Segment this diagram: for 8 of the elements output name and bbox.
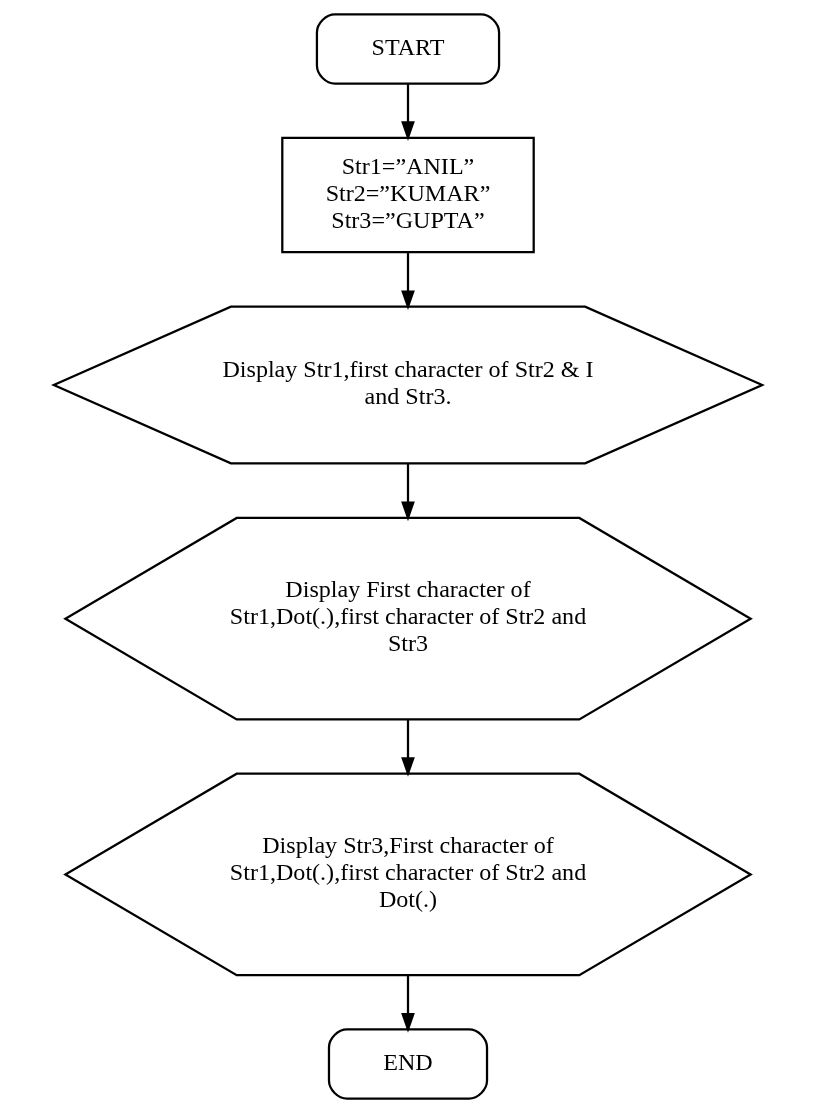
arrow — [400, 252, 415, 311]
arrow — [400, 975, 415, 1033]
node-box: Str1=”ANIL” Str2=”KUMAR” Str3=”GUPTA” — [280, 136, 535, 254]
node-box: END — [327, 1028, 488, 1100]
arrow — [400, 720, 415, 777]
arrow — [400, 83, 415, 141]
node-box: START — [315, 13, 500, 85]
arrow — [400, 463, 415, 522]
